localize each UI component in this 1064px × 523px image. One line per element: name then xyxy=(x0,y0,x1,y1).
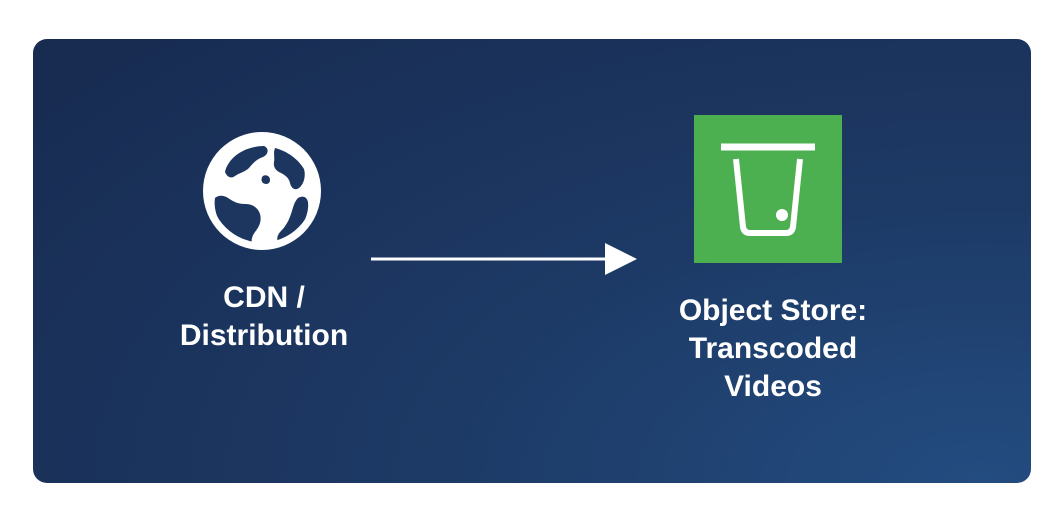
label-line: Distribution xyxy=(179,319,349,352)
label-line: Videos xyxy=(724,370,822,403)
label-line: CDN / xyxy=(223,281,305,314)
bucket-icon xyxy=(721,143,815,236)
globe-icon xyxy=(203,132,321,250)
label-line: Transcoded xyxy=(688,332,858,365)
object-store-label: Object Store: Transcoded Videos xyxy=(653,292,893,406)
object-store-tile xyxy=(694,115,842,263)
cdn-distribution-label: CDN / Distribution xyxy=(154,279,374,355)
arrow-right-icon xyxy=(371,243,637,275)
label-line: Object Store: xyxy=(678,294,868,327)
diagram-panel: CDN / Distribution Object Store: Transco… xyxy=(33,39,1031,483)
